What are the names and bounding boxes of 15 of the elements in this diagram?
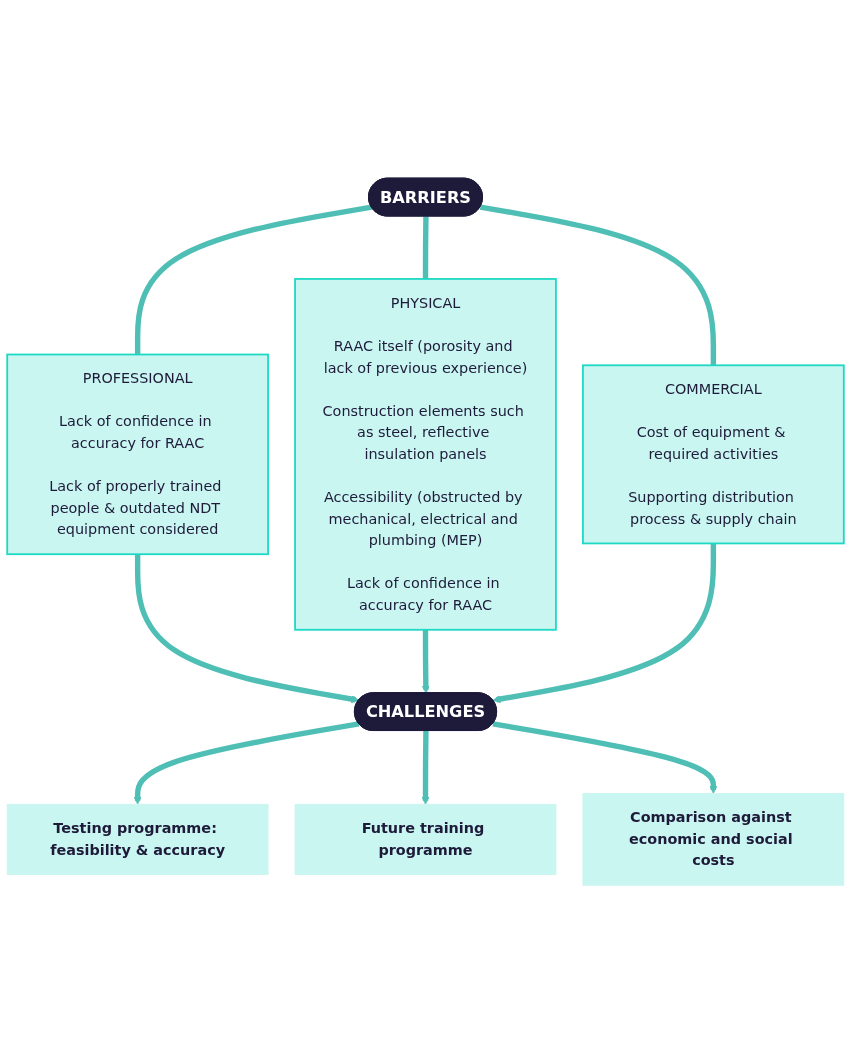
node-box: PROFESSIONAL Lack of confidence in accuracy for RAAC Lack of properly trained people & outdated NDT equipment considered bbox=[6, 353, 269, 556]
connector bbox=[479, 204, 717, 366]
connector bbox=[134, 204, 372, 355]
node-box: COMMERCIAL Cost of equipment & required activities Supporting distribution process & supply chain bbox=[582, 364, 845, 545]
arrow bbox=[421, 630, 430, 694]
node-box: Comparison against economic and social costs bbox=[582, 793, 845, 886]
arrow bbox=[421, 731, 430, 805]
arrow bbox=[134, 554, 360, 704]
arrow bbox=[492, 721, 718, 795]
arrow bbox=[133, 721, 360, 805]
arrow bbox=[492, 543, 717, 704]
node-box: Testing programme: feasibility & accuracy bbox=[6, 804, 269, 876]
node-box: PHYSICAL RAAC itself (porosity and lack of previous experience) Construction elements such as steel, reflective insulation panels Accessibility (obstructed by mechanical, electrical and plumbing (MEP) Lack of confidence in accuracy for RAAC bbox=[294, 278, 557, 631]
connector bbox=[422, 216, 429, 280]
node-box: Future training programme bbox=[294, 804, 557, 876]
